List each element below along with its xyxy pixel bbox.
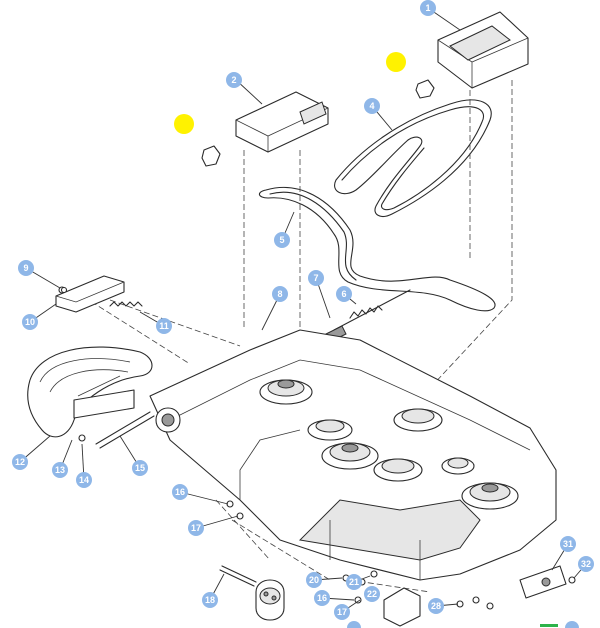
callout-2: 2	[226, 72, 242, 88]
pulley-left	[259, 379, 313, 405]
callout-16-upper: 16	[172, 484, 188, 500]
callout-12: 12	[12, 454, 28, 470]
callout-31: 31	[560, 536, 576, 552]
callout-18: 18	[202, 592, 218, 608]
svg-text:5: 5	[279, 235, 284, 245]
callout-7: 7	[308, 270, 324, 286]
bracket-lower-part	[383, 587, 421, 627]
callout-partial-bottom	[347, 621, 579, 628]
pulley-center-large	[321, 442, 379, 470]
svg-text:14: 14	[79, 475, 89, 485]
svg-text:2: 2	[231, 75, 236, 85]
svg-text:1: 1	[425, 3, 430, 13]
svg-text:16: 16	[317, 593, 327, 603]
callout-17-lower: 17	[334, 604, 350, 620]
roller-part	[255, 579, 285, 621]
clip-part-right	[415, 79, 435, 99]
assembly-guide-lines	[75, 80, 513, 593]
callout-5: 5	[274, 232, 290, 248]
callout-13: 13	[52, 462, 68, 478]
clip-part-left	[201, 145, 221, 167]
callout-28: 28	[428, 598, 444, 614]
svg-text:15: 15	[135, 463, 145, 473]
highlight-markers	[174, 52, 406, 134]
svg-text:8: 8	[277, 289, 282, 299]
rod-part	[95, 411, 155, 449]
callout-1: 1	[420, 0, 436, 16]
callout-15: 15	[132, 460, 148, 476]
svg-text:6: 6	[341, 289, 346, 299]
callout-14: 14	[76, 472, 92, 488]
pulley-right-upper	[393, 408, 443, 432]
green-marker	[540, 624, 558, 627]
lower-belt-part	[258, 186, 496, 312]
pulley-center	[307, 419, 353, 441]
svg-text:9: 9	[23, 263, 28, 273]
discharge-chute-part	[519, 565, 567, 599]
callout-11: 11	[156, 318, 172, 334]
middle-cover-part	[235, 91, 329, 153]
svg-text:28: 28	[431, 601, 441, 611]
callout-6: 6	[336, 286, 352, 302]
pulley-small	[441, 457, 475, 475]
pulley-mid-right	[373, 458, 423, 482]
svg-text:10: 10	[25, 317, 35, 327]
highlight-dot-left	[174, 114, 194, 134]
deck-guard-part	[27, 346, 153, 438]
pulley-right	[461, 482, 519, 510]
svg-text:32: 32	[581, 559, 591, 569]
spring-part	[109, 301, 143, 307]
callout-10: 10	[22, 314, 38, 330]
top-cover-part	[437, 11, 529, 89]
idler-bracket-part	[55, 275, 125, 313]
svg-text:22: 22	[367, 589, 377, 599]
svg-text:18: 18	[205, 595, 215, 605]
svg-text:7: 7	[313, 273, 318, 283]
svg-text:11: 11	[159, 321, 169, 331]
svg-text:12: 12	[15, 457, 25, 467]
callout-4: 4	[364, 98, 380, 114]
callout-8: 8	[272, 286, 288, 302]
svg-text:20: 20	[309, 575, 319, 585]
callout-22: 22	[364, 586, 380, 602]
callout-32: 32	[578, 556, 594, 572]
callout-9: 9	[18, 260, 34, 276]
svg-text:16: 16	[175, 487, 185, 497]
callout-20: 20	[306, 572, 322, 588]
svg-text:17: 17	[191, 523, 201, 533]
svg-text:21: 21	[349, 577, 359, 587]
upper-belt-part	[334, 99, 492, 217]
shaft-part	[219, 565, 257, 587]
svg-text:31: 31	[563, 539, 573, 549]
svg-text:4: 4	[369, 101, 374, 111]
svg-text:13: 13	[55, 465, 65, 475]
highlight-dot-right	[386, 52, 406, 72]
callout-16-lower: 16	[314, 590, 330, 606]
svg-text:17: 17	[337, 607, 347, 617]
callout-21: 21	[346, 574, 362, 590]
callout-17-upper: 17	[188, 520, 204, 536]
